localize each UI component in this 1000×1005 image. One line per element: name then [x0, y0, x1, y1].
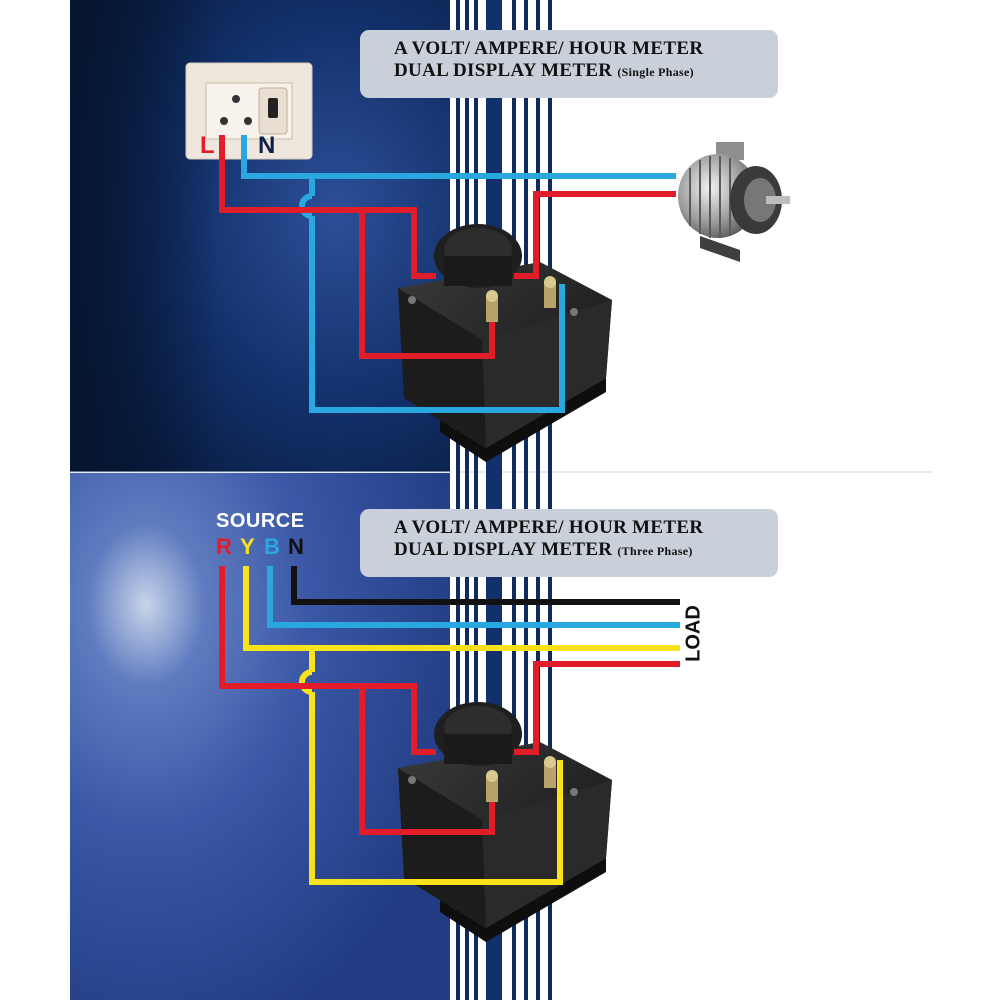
phase-letter-y: Y [240, 534, 255, 559]
r-phase-wire [219, 566, 680, 835]
title-line-2-text: DUAL DISPLAY METER [394, 539, 613, 560]
phase-letter-b: B [264, 534, 280, 559]
b-phase-wire [267, 566, 680, 628]
panel-title-three-phase: A VOLT/ AMPERE/ HOUR METER DUAL DISPLAY … [360, 509, 778, 577]
load-label: LOAD [682, 605, 705, 662]
source-label: SOURCE [216, 510, 305, 532]
neutral-label: N [258, 132, 276, 159]
phase-note: (Three Phase) [617, 544, 693, 558]
neutral-wire-top [241, 135, 682, 413]
wall-socket-icon [185, 62, 313, 160]
phase-note: (Single Phase) [617, 65, 694, 79]
phase-letter-r: R [216, 534, 232, 559]
current-transformer-icon [434, 224, 522, 288]
electric-motor-icon [676, 132, 806, 262]
phase-letter-n: N [288, 534, 304, 559]
title-line-2: DUAL DISPLAY METER (Single Phase) [394, 60, 764, 83]
current-transformer-icon [434, 702, 522, 766]
live-wire-top [219, 135, 682, 359]
title-line-1: A VOLT/ AMPERE/ HOUR METER [394, 38, 704, 59]
live-label: L [200, 132, 215, 159]
title-line-1: A VOLT/ AMPERE/ HOUR METER [394, 517, 704, 538]
panel-title-single-phase: A VOLT/ AMPERE/ HOUR METER DUAL DISPLAY … [360, 30, 778, 98]
title-line-2-text: DUAL DISPLAY METER [394, 60, 613, 81]
y-phase-wire [243, 566, 680, 885]
title-line-2: DUAL DISPLAY METER (Three Phase) [394, 539, 764, 562]
neutral-wire-bottom [291, 566, 680, 605]
